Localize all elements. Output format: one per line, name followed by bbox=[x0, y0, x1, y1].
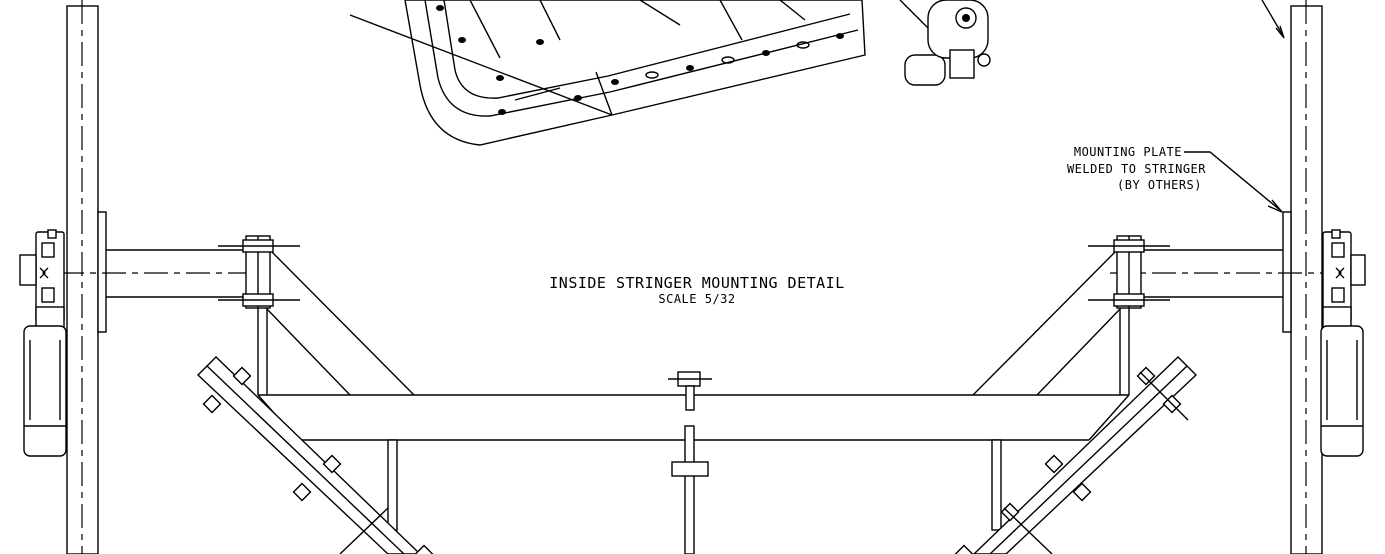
left-bearing-unit bbox=[19, 229, 65, 328]
left-stringer bbox=[66, 0, 99, 554]
left-hanger-bolts bbox=[218, 239, 300, 307]
right-gear-motor bbox=[1320, 325, 1364, 457]
right-diagonal-rail bbox=[954, 356, 1198, 554]
left-diagonal-rail bbox=[196, 356, 434, 554]
callout-arrowhead bbox=[1267, 199, 1283, 213]
detail-scale: SCALE 5/32 bbox=[658, 292, 735, 306]
mounting-plate-callout: MOUNTING PLATE WELDED TO STRINGER (BY OT… bbox=[1067, 145, 1283, 213]
callout-leader-line bbox=[1184, 151, 1281, 211]
left-shaft bbox=[60, 249, 262, 298]
right-stringer bbox=[1290, 0, 1323, 554]
callout-line-2: WELDED TO STRINGER bbox=[1067, 162, 1206, 176]
top-right-arrowhead bbox=[1275, 25, 1285, 39]
right-hanger-bolts bbox=[1088, 239, 1170, 307]
left-mounting-plate bbox=[97, 211, 107, 333]
left-gear-motor bbox=[23, 325, 67, 457]
top-conveyor-frame bbox=[349, 0, 866, 146]
detail-title: INSIDE STRINGER MOUNTING DETAIL bbox=[549, 274, 844, 292]
callout-line-1: MOUNTING PLATE bbox=[1074, 145, 1182, 159]
top-drive-unit bbox=[899, 0, 991, 86]
center-hanger bbox=[668, 371, 712, 554]
detail-title-block: INSIDE STRINGER MOUNTING DETAIL SCALE 5/… bbox=[549, 274, 844, 306]
left-hanger-plate bbox=[245, 235, 415, 396]
right-mounting-plate bbox=[1282, 211, 1292, 333]
right-shaft bbox=[1110, 249, 1330, 298]
top-right-leader bbox=[1261, 0, 1283, 35]
right-bearing-unit bbox=[1322, 229, 1366, 328]
right-hanger-plate bbox=[972, 235, 1142, 396]
callout-line-3: (BY OTHERS) bbox=[1117, 178, 1202, 192]
